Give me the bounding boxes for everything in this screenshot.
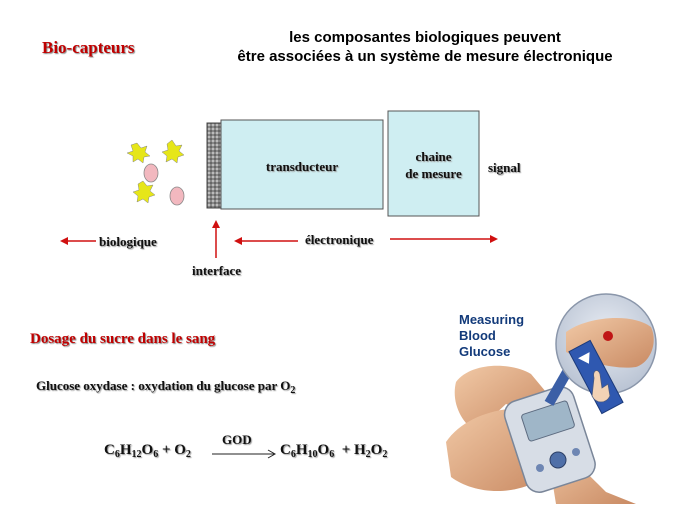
chaine-label: chaine de mesure — [388, 148, 479, 182]
interface-label: interface — [192, 263, 242, 278]
lhs-h: H — [119, 442, 132, 458]
rhs-plus-h2: + H — [334, 442, 366, 458]
rhs-c-n: 6 — [290, 449, 296, 460]
lhs-o-n: 6 — [153, 449, 159, 460]
reaction-arrow — [212, 449, 277, 459]
enzyme-label: GOD — [222, 432, 252, 447]
biocapteurs-title: Bio-capteurs — [42, 38, 135, 57]
biosensor-diagram — [60, 110, 498, 258]
main-heading: les composantes biologiques peuvent être… — [190, 28, 660, 66]
signal-label: signal — [488, 160, 521, 175]
lhs-o: O — [141, 442, 154, 458]
reaction-lhs: C6H12O6 + O2 — [104, 442, 191, 460]
glucose-oxydase-text: Glucose oxydase : oxydation du glucose p… — [36, 378, 291, 393]
measuring-blood-glucose-text: Measuring Blood Glucose — [459, 312, 524, 360]
glucose-meter-photo — [436, 292, 666, 504]
lhs-c: C — [104, 442, 115, 458]
lhs-c-n: 6 — [114, 449, 120, 460]
dosage-title: Dosage du sucre dans le sang — [30, 331, 216, 347]
enzyme-star-3 — [132, 180, 156, 204]
chaine-label-line-2: de mesure — [405, 166, 462, 181]
lhs-plus-o2: + O — [158, 442, 186, 458]
glucose-oxydase-line: Glucose oxydase : oxydation du glucose p… — [36, 378, 295, 396]
cell-1 — [143, 163, 159, 183]
heading-line-1: les composantes biologiques peuvent — [289, 29, 561, 46]
rhs-o2: O — [370, 442, 383, 458]
rhs-h2-n: 2 — [365, 449, 371, 460]
transducteur-label: transducteur — [265, 159, 339, 174]
photo-line-3: Glucose — [459, 344, 511, 359]
photo-line-1: Measuring — [459, 312, 525, 327]
lhs-h-n: 12 — [131, 449, 142, 460]
rhs-o: O — [317, 442, 330, 458]
enzyme-star-2 — [161, 139, 185, 164]
chaine-label-line-1: chaine — [415, 149, 452, 164]
enzyme-star-1 — [126, 142, 151, 164]
electronique-label: électronique — [305, 232, 374, 247]
cell-2 — [169, 186, 185, 206]
rhs-o2-n: 2 — [382, 449, 388, 460]
chaine-box — [387, 110, 480, 217]
interface-membrane — [206, 122, 222, 209]
heading-line-2: être associées à un système de mesure él… — [237, 48, 613, 65]
transducteur-box — [220, 119, 384, 210]
glucose-oxydase-sub: 2 — [290, 385, 296, 396]
photo-line-2: Blood — [459, 328, 496, 343]
rhs-o-n: 6 — [329, 449, 335, 460]
biologique-label: biologique — [99, 234, 157, 249]
lhs-o2-n: 2 — [185, 449, 191, 460]
reaction-rhs: C6H10O6 + H2O2 — [280, 442, 387, 460]
rhs-h: H — [295, 442, 308, 458]
rhs-c: C — [280, 442, 291, 458]
rhs-h-n: 10 — [307, 449, 318, 460]
